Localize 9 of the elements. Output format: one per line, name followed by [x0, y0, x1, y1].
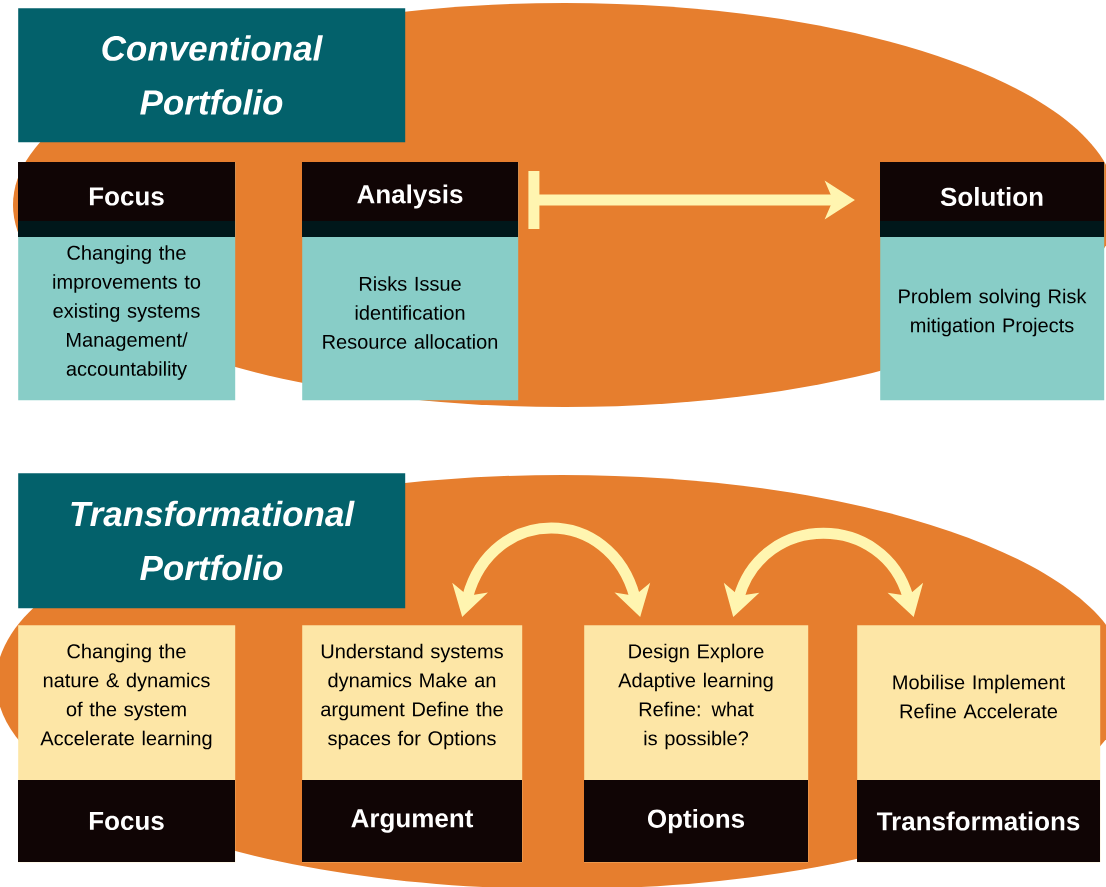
- process-box: Analysis Risks Issue identification Resource allocation: [302, 162, 519, 401]
- process-box: Focus Changing the improvements to existing systems Management/ accountability: [18, 162, 236, 401]
- process-box: Understand systems dynamics Make an argument Define the spaces for Options Argument: [302, 625, 523, 863]
- title-box: Transformational Portfolio: [18, 473, 406, 609]
- process-box: Mobilise Implement Refine Accelerate Transformations: [857, 625, 1101, 863]
- process-box: Solution Problem solving Risk mitigation Projects: [880, 162, 1105, 401]
- process-box: Design Explore Adaptive learning Refine: what is possible? Options: [584, 625, 809, 863]
- title-box: Conventional Portfolio: [18, 8, 406, 143]
- process-box: Changing the nature & dynamics of the system Accelerate learning Focus: [18, 625, 236, 863]
